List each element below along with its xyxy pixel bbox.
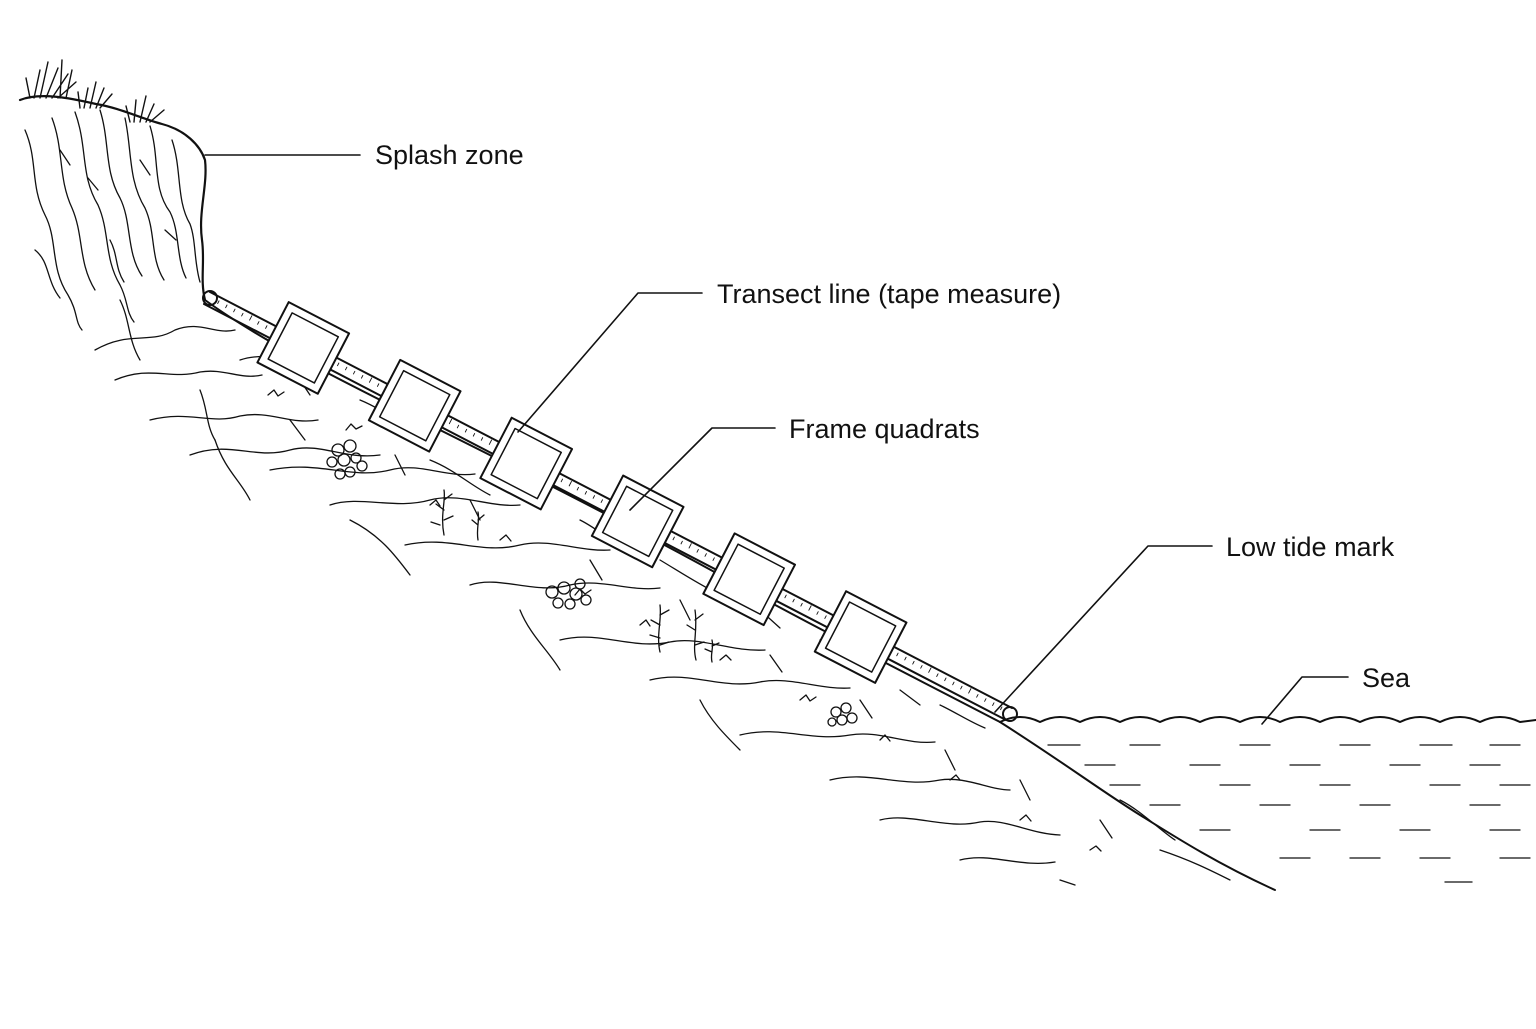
leader-lines xyxy=(204,154,1349,725)
tape-tick xyxy=(808,605,812,611)
tape-tick xyxy=(968,688,972,694)
tape-tick xyxy=(353,370,356,375)
tape-tick xyxy=(960,685,963,690)
tape-tick xyxy=(472,433,476,437)
tape-tick xyxy=(337,362,340,367)
tape-tick xyxy=(249,315,253,321)
tape-tick xyxy=(233,308,236,313)
tape-tick xyxy=(904,656,907,661)
quadrat-frame xyxy=(479,416,574,511)
tape-tick xyxy=(672,536,675,541)
tape-tick xyxy=(488,439,493,445)
tape-tick xyxy=(944,677,947,682)
quadrat-frame xyxy=(702,532,796,627)
cliff-striations xyxy=(24,109,201,331)
label-low-tide-mark: Low tide mark xyxy=(1226,532,1395,562)
tape-tick xyxy=(257,321,260,325)
tape-tick xyxy=(217,300,220,304)
cliff-outline xyxy=(18,95,207,302)
tape-tick xyxy=(792,598,795,603)
quadrat-frame xyxy=(590,474,685,569)
leader-frame-quadrats xyxy=(629,427,776,511)
tape-tick xyxy=(345,366,348,371)
tape-tick xyxy=(696,549,699,553)
tape-tick xyxy=(568,480,572,487)
tape-tick xyxy=(361,375,364,379)
quadrat-frame xyxy=(367,358,462,453)
tape-tick xyxy=(1000,706,1003,711)
tape-tick xyxy=(576,486,579,491)
tape-tick xyxy=(896,652,899,657)
tape-tick xyxy=(712,557,715,561)
tape-tick xyxy=(928,667,932,673)
quadrat-frame xyxy=(256,301,351,395)
tape-tick xyxy=(241,312,244,317)
tape-tick xyxy=(920,665,923,669)
tape-tick xyxy=(480,437,484,441)
label-sea: Sea xyxy=(1362,663,1411,693)
tape-tick xyxy=(584,491,587,495)
shore-edge xyxy=(999,721,1276,891)
tape-tick xyxy=(784,594,787,599)
tape-tick xyxy=(688,543,692,549)
label-splash-zone: Splash zone xyxy=(375,140,524,170)
tape-tick xyxy=(952,681,955,686)
quadrat-group xyxy=(256,301,908,684)
tape-tick xyxy=(936,673,939,677)
sea-surface xyxy=(999,716,1536,723)
tape-tick xyxy=(704,553,707,557)
tape-tick xyxy=(592,495,595,499)
quadrat-frame xyxy=(813,590,908,684)
tape-tick xyxy=(560,478,564,483)
leader-low-tide-mark xyxy=(994,545,1213,713)
tape-tick xyxy=(376,383,380,387)
tape-tick xyxy=(265,325,268,329)
label-transect-line: Transect line (tape measure) xyxy=(717,279,1062,309)
label-frame-quadrats: Frame quadrats xyxy=(789,414,980,444)
grass-tufts xyxy=(25,59,165,123)
tape-tick xyxy=(464,428,468,433)
leader-transect-line xyxy=(517,292,703,433)
tape-tick xyxy=(225,304,228,309)
tape-tick xyxy=(984,698,987,702)
tape-tick xyxy=(912,660,915,665)
tape-tick xyxy=(600,499,603,503)
tape-tick xyxy=(448,418,453,425)
tape-tick xyxy=(368,377,373,383)
tape-tick xyxy=(992,702,995,706)
rock-texture xyxy=(94,299,1231,886)
seaweed-clusters xyxy=(326,439,858,727)
leader-sea xyxy=(1261,676,1349,725)
tape-tick xyxy=(456,424,460,429)
tape-tick xyxy=(800,602,803,607)
tape-tick xyxy=(824,615,827,619)
tape-tick xyxy=(680,540,683,545)
tape-tick xyxy=(816,611,819,615)
tape-tick xyxy=(976,694,979,698)
water-dashes xyxy=(1047,744,1531,883)
